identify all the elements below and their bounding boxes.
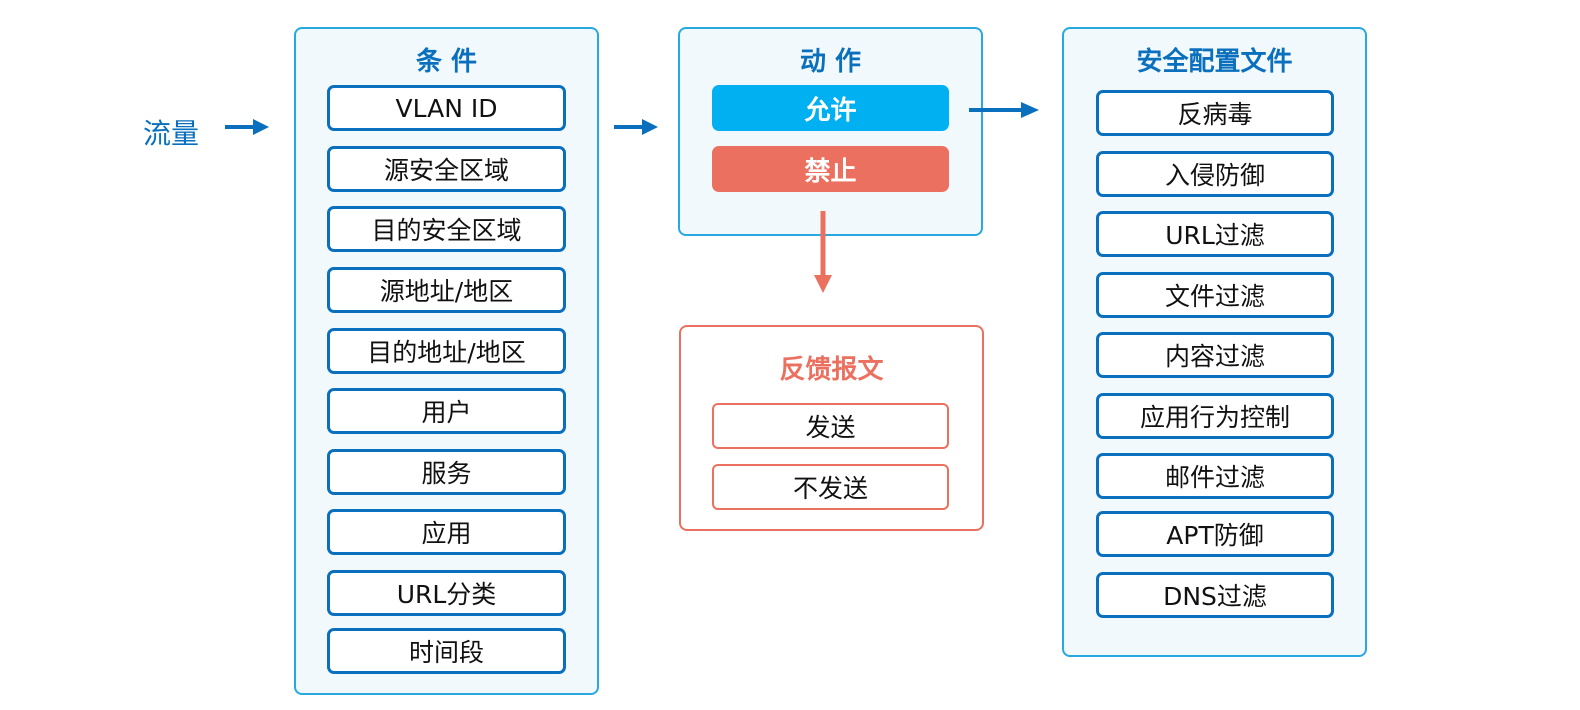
- feedback-title: 反馈报文: [779, 355, 884, 385]
- condition-item: 用户: [327, 388, 566, 434]
- deny-action: 禁止: [712, 146, 949, 192]
- condition-item: 源安全区域: [327, 146, 566, 192]
- condition-item: 源地址/地区: [327, 267, 566, 313]
- arrow-conditions-to-actions: [614, 119, 658, 135]
- allow-action: 允许: [712, 85, 949, 131]
- profiles-title: 安全配置文件: [1136, 47, 1293, 77]
- feedback-item: 不发送: [712, 464, 949, 510]
- condition-item: 应用: [327, 509, 566, 555]
- profile-item: 文件过滤: [1096, 272, 1334, 318]
- condition-item: 目的地址/地区: [327, 328, 566, 374]
- condition-item: 目的安全区域: [327, 206, 566, 252]
- condition-item: URL分类: [327, 570, 566, 616]
- profile-item: APT防御: [1096, 511, 1334, 557]
- condition-item: 时间段: [327, 628, 566, 674]
- actions-title: 动 作: [799, 47, 862, 77]
- actions-panel: 动 作: [678, 27, 983, 236]
- arrow-deny-to-feedback: [814, 211, 832, 293]
- profile-item: 应用行为控制: [1096, 393, 1334, 439]
- profile-item: 内容过滤: [1096, 332, 1334, 378]
- profile-item: DNS过滤: [1096, 572, 1334, 618]
- arrow-allow-to-profiles: [969, 102, 1039, 118]
- condition-item: VLAN ID: [327, 85, 566, 131]
- profile-item: URL过滤: [1096, 211, 1334, 257]
- traffic-label: 流量: [143, 117, 200, 150]
- arrow-traffic-to-conditions: [225, 119, 269, 135]
- profile-item: 邮件过滤: [1096, 453, 1334, 499]
- feedback-item: 发送: [712, 403, 949, 449]
- profile-item: 反病毒: [1096, 90, 1334, 136]
- conditions-title: 条 件: [415, 47, 478, 77]
- condition-item: 服务: [327, 449, 566, 495]
- profile-item: 入侵防御: [1096, 151, 1334, 197]
